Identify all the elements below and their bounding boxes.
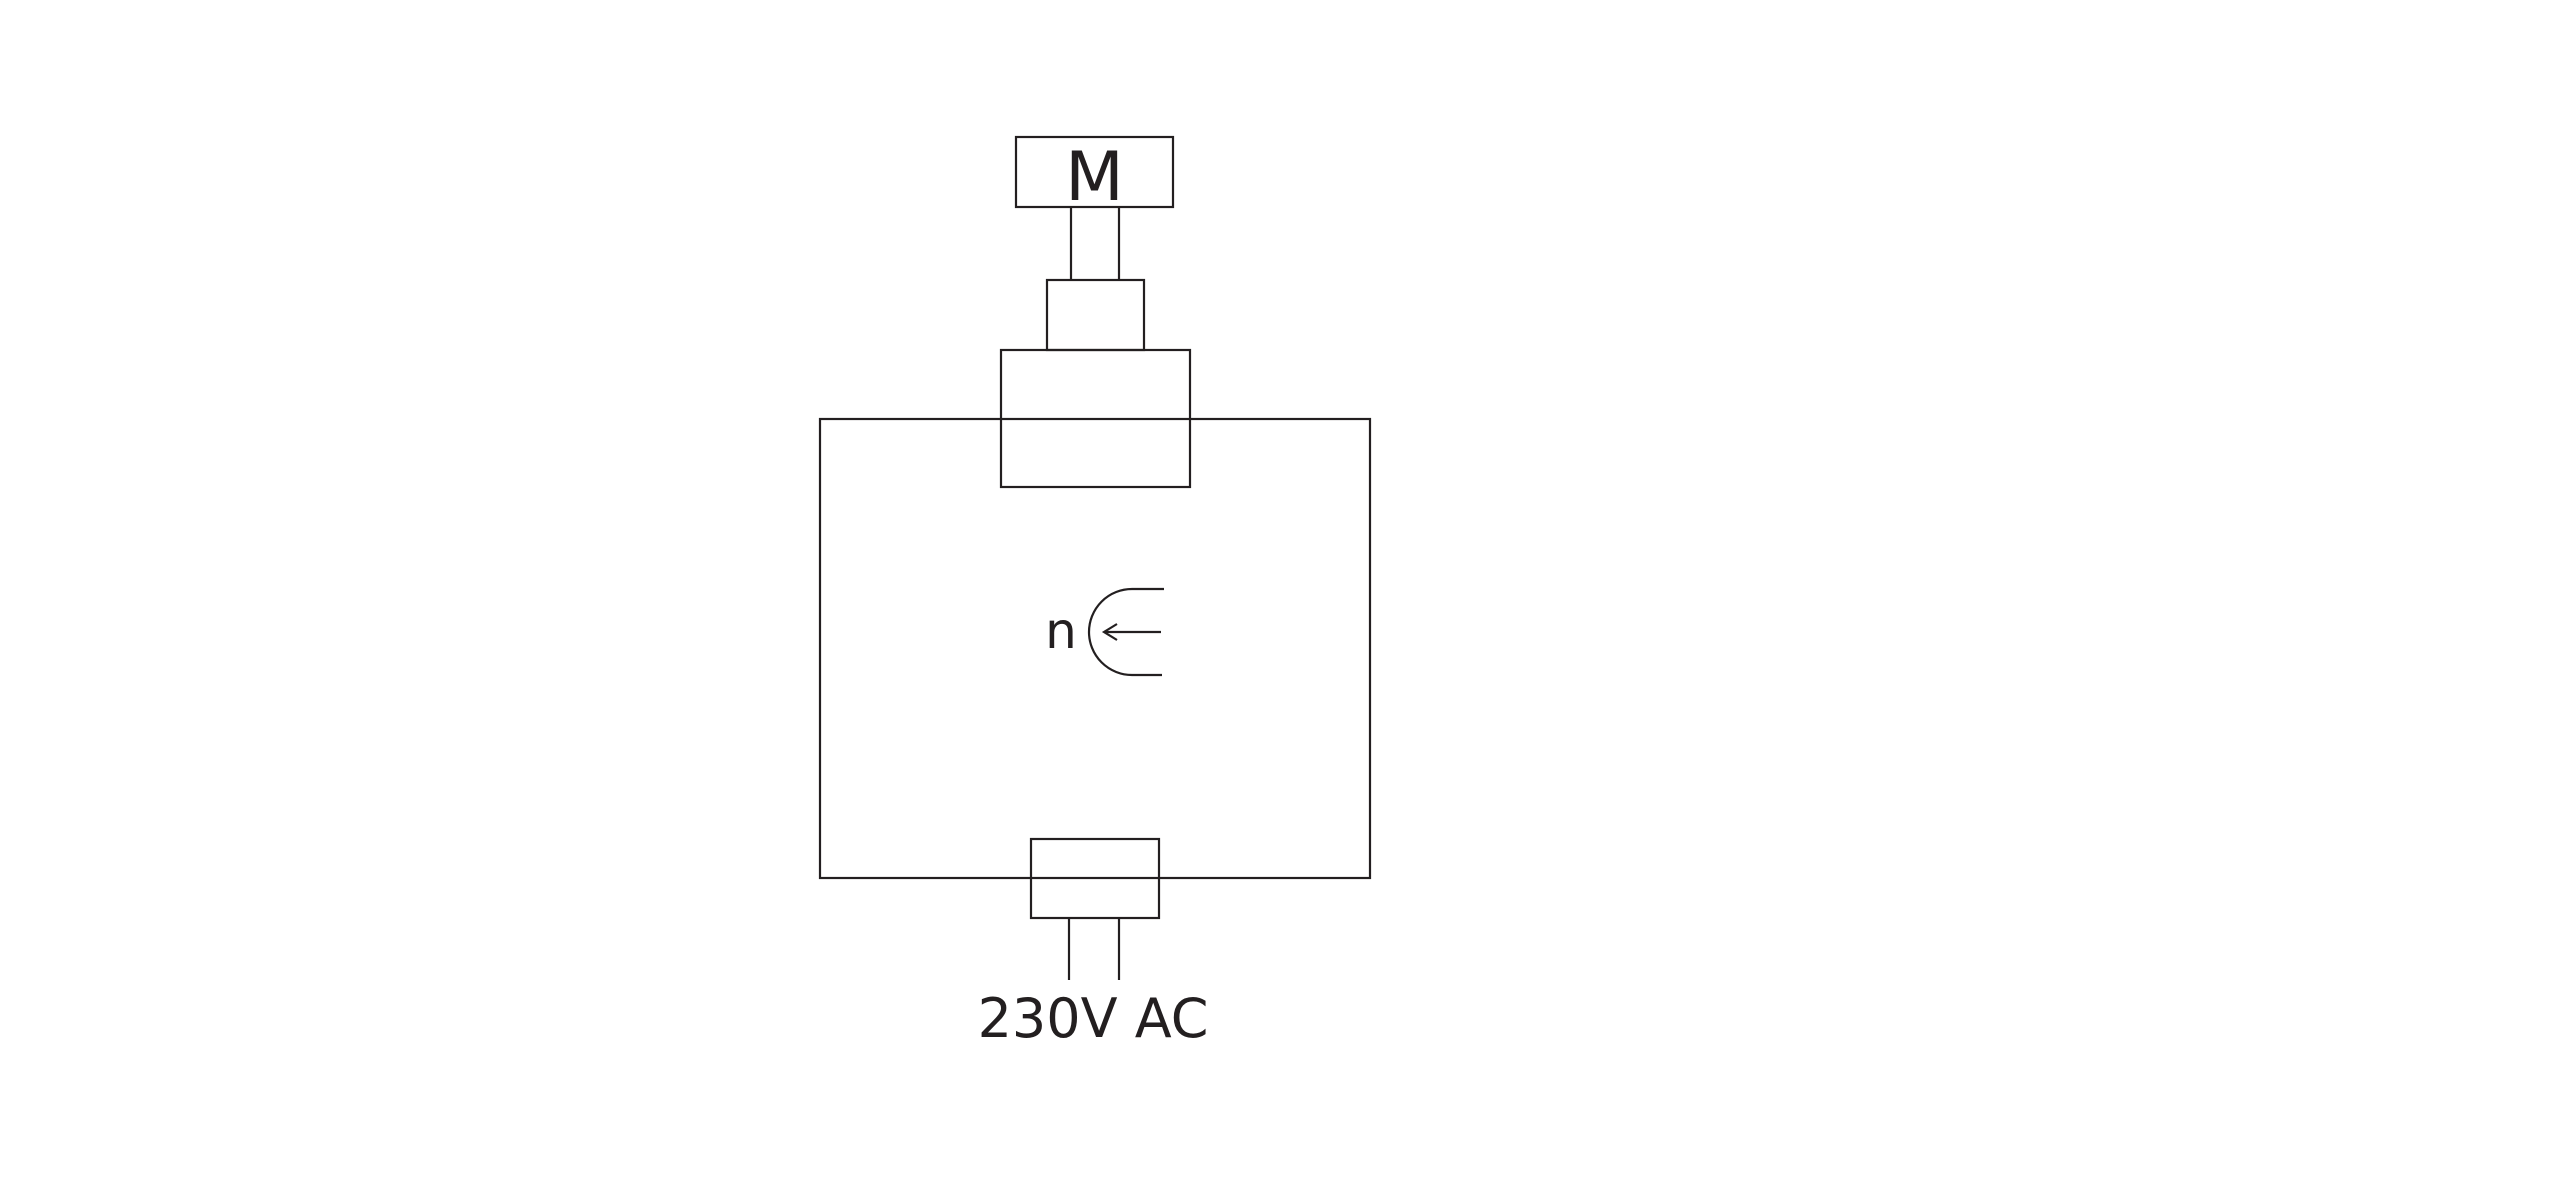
speed-symbol-label: n	[1045, 602, 1077, 660]
coupling-box	[1045, 278, 1146, 352]
motor-box	[1014, 135, 1175, 209]
controller-housing	[818, 417, 1372, 880]
motor-label: M	[1065, 138, 1124, 217]
speed-arrow-head	[1101, 623, 1118, 641]
supply-voltage-label: 230V AC	[978, 987, 1209, 1050]
motor-shaft	[1069, 207, 1121, 280]
supply-leads	[1067, 918, 1121, 980]
power-connector-box	[1029, 837, 1161, 920]
speed-adjust-symbol: n	[1045, 587, 1164, 677]
motor-block: M	[1014, 135, 1175, 217]
speed-dial-arc	[1087, 587, 1164, 677]
